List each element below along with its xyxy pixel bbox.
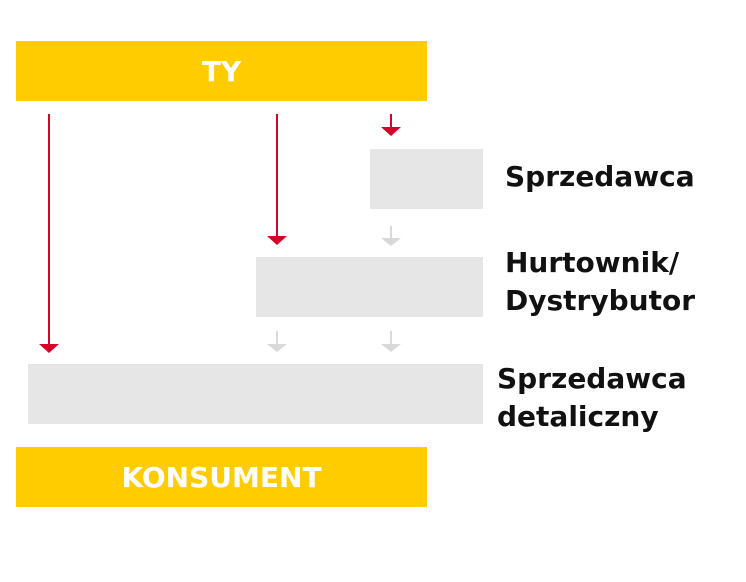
retailer-box: [28, 364, 483, 424]
bottom-bar-consumer: KONSUMENT: [16, 447, 427, 507]
wholesaler-label: Hurtownik/ Dystrybutor: [505, 244, 695, 320]
red-arrow-to-wholesaler: [267, 114, 287, 245]
retailer-label-line1: Sprzedawca: [497, 362, 687, 395]
retailer-label-line2: detaliczny: [497, 400, 659, 433]
red-arrow-to-retailer: [39, 114, 59, 353]
top-bar-label: TY: [201, 54, 242, 88]
red-arrow-to-seller: [381, 114, 401, 136]
seller-box: [370, 149, 483, 209]
top-bar-you: TY: [16, 41, 427, 101]
seller-label-line1: Sprzedawca: [505, 160, 695, 193]
wholesaler-label-line1: Hurtownik/: [505, 246, 680, 279]
gray-arrow-wholesaler-to-retailer-left: [267, 331, 287, 352]
wholesaler-box: [256, 257, 483, 317]
retailer-label: Sprzedawca detaliczny: [497, 360, 687, 436]
bottom-bar-label: KONSUMENT: [121, 460, 322, 494]
wholesaler-label-line2: Dystrybutor: [505, 284, 696, 317]
gray-arrow-wholesaler-to-retailer-right: [381, 331, 401, 352]
gray-arrow-seller-to-wholesaler: [381, 226, 401, 246]
seller-label: Sprzedawca: [505, 158, 695, 196]
